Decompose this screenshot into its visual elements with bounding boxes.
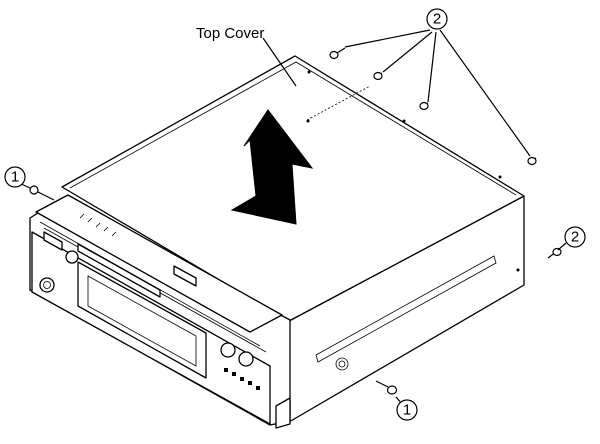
control-led-row [224, 368, 260, 390]
front-button-right-2 [238, 351, 254, 367]
screw-left-1 [29, 185, 55, 201]
callout-2-side-leader [557, 242, 567, 251]
power-knob [39, 277, 55, 293]
disc-tray-bar [77, 243, 161, 298]
callout-2-side: 2 [564, 226, 586, 248]
display-window [77, 261, 207, 379]
logo-badge [43, 231, 63, 251]
svg-text:2: 2 [571, 229, 579, 246]
screw-top-2 [373, 71, 383, 81]
svg-text:1: 1 [403, 402, 411, 419]
screw-top-1 [329, 47, 346, 60]
top-cover-label: Top Cover [196, 25, 264, 42]
front-trim-hatching [79, 213, 117, 237]
svg-text:1: 1 [11, 169, 19, 186]
front-panel-top-trim [35, 194, 283, 333]
front-button-right-1 [220, 342, 236, 358]
side-screw-hole [335, 357, 349, 371]
screw-bottom-1 [375, 380, 398, 395]
top-cover-leader [262, 37, 297, 87]
callout-2-top: 2 [426, 8, 448, 30]
callout-1-left: 1 [4, 166, 26, 188]
screw-side-2 [547, 247, 562, 259]
svg-text:2: 2 [433, 11, 441, 28]
lift-direction-arrow [230, 109, 314, 225]
screw-top-4 [527, 156, 537, 166]
front-button-left [65, 250, 79, 264]
callout-1-bottom: 1 [396, 399, 418, 421]
callout-2-leaders [344, 29, 531, 157]
screw-top-3 [419, 101, 429, 111]
front-foot [275, 397, 291, 429]
side-slot [315, 255, 497, 363]
